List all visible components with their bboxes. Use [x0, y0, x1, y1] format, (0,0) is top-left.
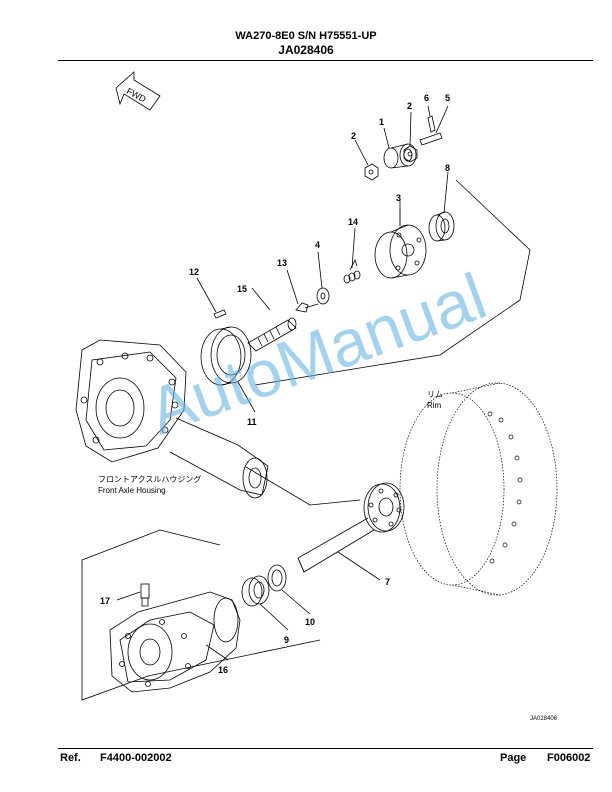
part-6-pin — [427, 115, 436, 133]
sheet-code: JA028406 — [530, 716, 558, 722]
header-divider — [58, 60, 593, 61]
callout-10: 10 — [305, 617, 315, 627]
page-title: WA270-8E0 S/N H75551-UP — [235, 30, 377, 42]
part-12-pin — [213, 309, 227, 319]
callout-1: 1 — [379, 117, 384, 127]
rim-label-en: Rim — [427, 401, 442, 410]
ref-label: Ref. — [60, 752, 81, 764]
callout-16: 16 — [218, 665, 228, 675]
part-16-case — [109, 591, 241, 693]
part-11-ring — [200, 326, 252, 386]
part-5-pin — [419, 132, 443, 146]
part-15-shaft — [247, 317, 297, 352]
callout-2b: 2 — [407, 101, 412, 111]
callout-15: 15 — [237, 284, 247, 294]
part-4-washer — [316, 287, 330, 305]
drawing-number: JA028406 — [278, 43, 334, 57]
footer-divider — [58, 748, 593, 749]
callout-12: 12 — [189, 267, 199, 277]
callout-9: 9 — [284, 635, 289, 645]
rim-label-jp: リム — [427, 390, 443, 399]
front-axle-housing — [75, 339, 269, 499]
housing-label-en: Front Axle Housing — [98, 486, 166, 495]
callout-14: 14 — [348, 217, 358, 227]
callout-5: 5 — [445, 93, 450, 103]
part-1-bearing — [383, 143, 417, 169]
part-3-carrier — [374, 208, 427, 279]
callout-4: 4 — [315, 240, 320, 250]
part-9-nut — [241, 575, 270, 607]
part-17-plug — [140, 583, 150, 607]
housing-label-jp: フロントアクスルハウジング — [98, 474, 201, 484]
callout-7: 7 — [385, 577, 390, 587]
callout-13: 13 — [277, 258, 287, 268]
page-label: Page — [500, 752, 527, 764]
callout-6: 6 — [424, 93, 429, 103]
callout-11: 11 — [247, 417, 257, 427]
fwd-arrow-icon: FWD — [115, 71, 161, 111]
part-8-gear — [428, 211, 455, 242]
callout-8: 8 — [445, 163, 450, 173]
page-value: F006002 — [547, 752, 591, 764]
part-7-axle-shaft — [297, 482, 405, 573]
part-10-seal — [267, 564, 287, 592]
part-14-washers — [343, 258, 361, 284]
callout-2a: 2 — [351, 131, 356, 141]
rim-holes — [487, 411, 523, 564]
part-2-nut-left — [364, 163, 379, 181]
ref-value: F4400-002002 — [100, 752, 172, 764]
exploded-parts-diagram: FWD — [75, 71, 558, 722]
callout-17: 17 — [100, 596, 110, 606]
part-13-bolt — [295, 302, 319, 313]
rim — [399, 382, 558, 596]
callout-3: 3 — [396, 193, 401, 203]
